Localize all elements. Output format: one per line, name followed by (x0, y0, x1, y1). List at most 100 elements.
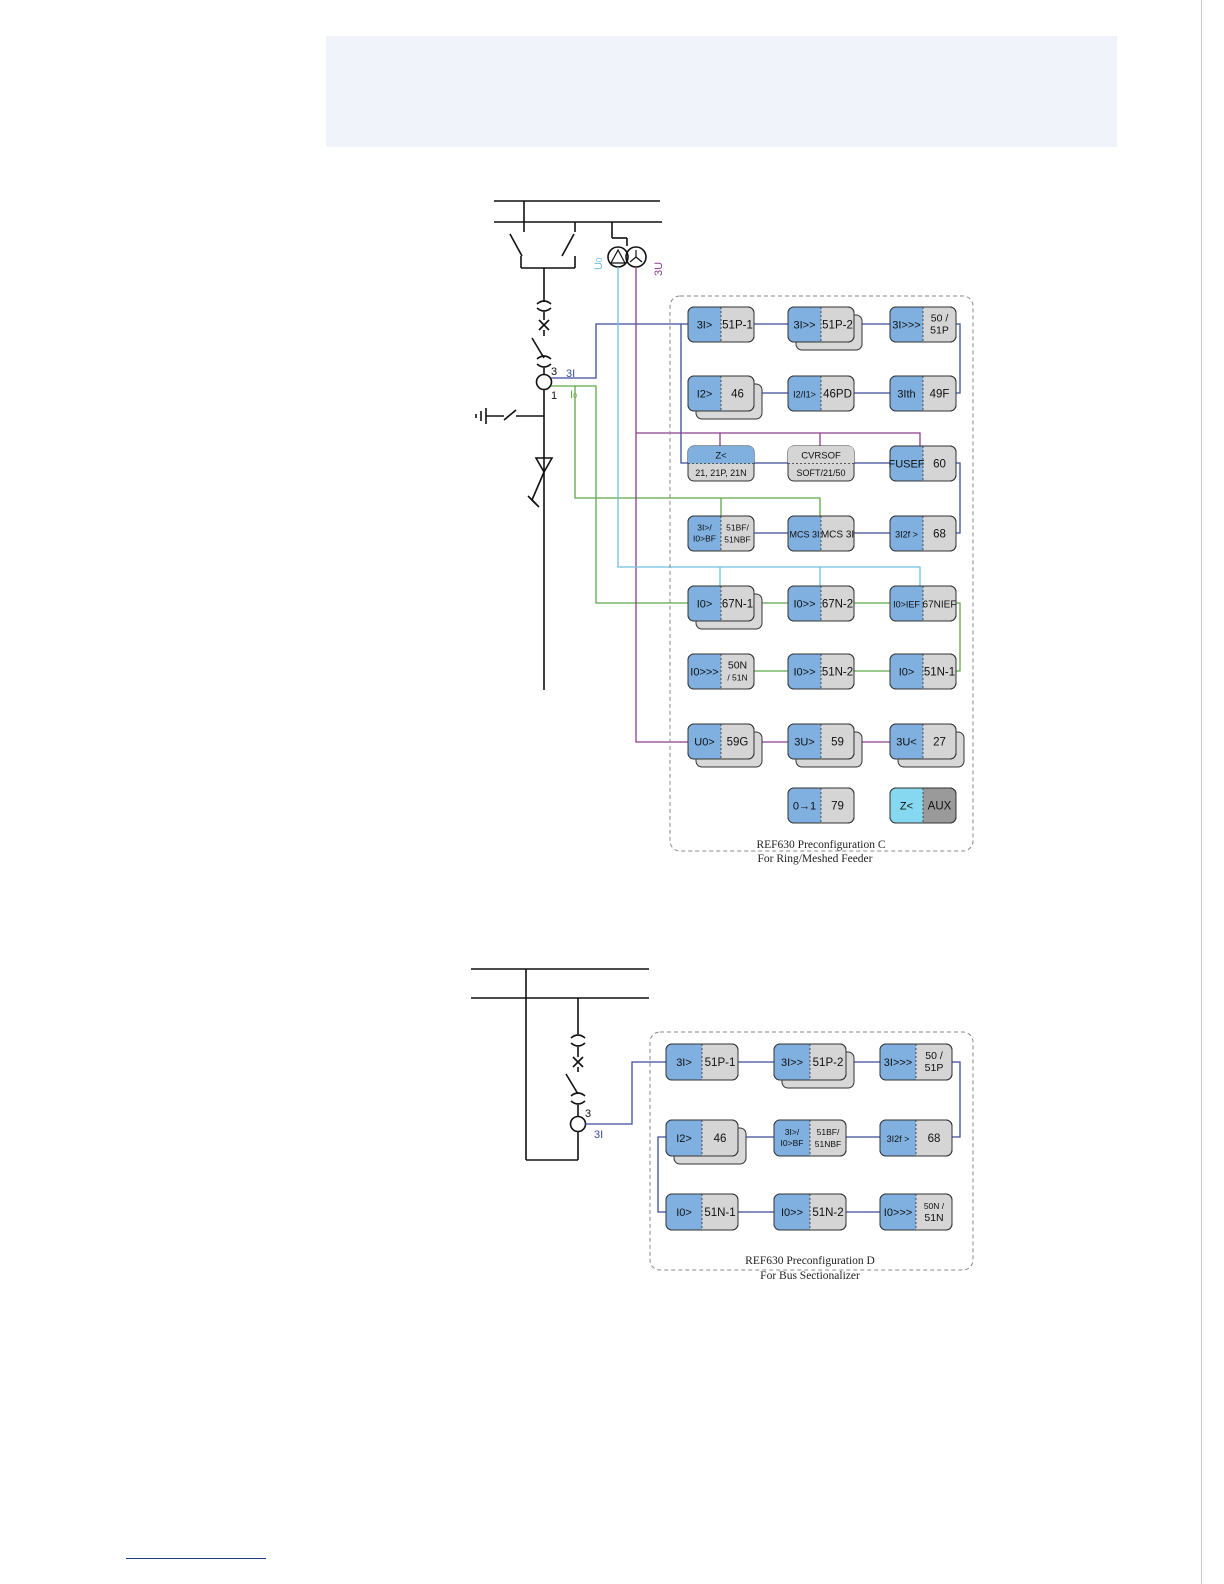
block-right-label: 50 / (931, 313, 949, 325)
block-right-label: 51P-2 (813, 1057, 844, 1069)
function-block: 3I>> 51P-2 (787, 306, 863, 351)
block-right-label: 67NIEF (923, 600, 957, 611)
3u-label: 3U (653, 262, 665, 276)
block-left-label-2: I0>BF (693, 534, 716, 544)
disconnector-left (509, 233, 523, 257)
function-block: 3Ith 49F (889, 375, 957, 412)
block-left-label: 3I>/ (785, 1127, 800, 1137)
block-right-label: 46PD (823, 389, 852, 401)
block-right-label: 46 (731, 389, 744, 401)
block-right-label: 68 (933, 529, 946, 541)
breaker-contact (531, 337, 545, 359)
block-right-label: 51N-1 (924, 667, 955, 679)
block-left-label: 0→1 (793, 801, 816, 813)
block-left-label: I0>IEF (893, 600, 920, 610)
block-right-label-2: 51P (925, 1062, 944, 1074)
block-left-label: I0> (899, 667, 915, 679)
block-right-label: 51P-2 (822, 320, 853, 332)
function-block: 3I2f > 68 (889, 515, 957, 552)
block-left-label: I2> (697, 389, 713, 401)
function-block: I0> 67N-1 (687, 585, 763, 630)
block-left-label: Z< (900, 801, 913, 813)
function-block: FUSEF 60 (888, 445, 957, 482)
block-right-label-2: 51N (924, 1212, 943, 1224)
block-right-label: 68 (928, 1133, 941, 1145)
caption-title-d: REF630 Preconfiguration D (745, 1255, 875, 1267)
block-right-label: 51N-2 (812, 1207, 843, 1219)
block-left-label: 3I> (676, 1057, 692, 1069)
function-block: 3I>>>50 /51P (879, 1043, 953, 1081)
function-block: 3I>>51P-2 (773, 1043, 855, 1089)
single-line-diagram-d (471, 968, 649, 1161)
block-left-label: 3I>> (793, 320, 815, 332)
function-block: U0>59G (687, 723, 763, 768)
function-block: I0> 51N-1 (665, 1193, 739, 1231)
current-transformer-d-icon (569, 1115, 587, 1133)
block-left-label: I0> (697, 599, 713, 611)
block-left-label: FUSEF (888, 459, 924, 471)
block-left-label: 3I>/ (697, 523, 712, 533)
sld-labels-c: U0 3U 3I I0 3 1 (551, 257, 665, 402)
block-right-label: 67N-1 (722, 599, 753, 611)
u0-label: U (593, 262, 605, 270)
page-edge-rule (1201, 0, 1202, 1584)
block-bottom-label: SOFT/21/50 (796, 468, 845, 478)
ct-core-3-label: 3 (551, 366, 557, 378)
function-block: 3U<27 (889, 723, 965, 768)
block-right-label: 50N / (924, 1201, 945, 1211)
function-block: Z< AUX (889, 787, 957, 824)
block-top-label: Z< (715, 451, 727, 462)
function-block: 0→1 79 (787, 787, 855, 824)
block-left-label: U0> (694, 737, 715, 749)
caption-title-c: REF630 Preconfiguration C (756, 839, 885, 851)
block-right-label: 51BF/ (817, 1127, 840, 1137)
block-left-label: I0>>> (690, 667, 718, 679)
3i-label-d: 3I (594, 1129, 603, 1141)
block-right-label: 67N-2 (822, 599, 853, 611)
block-bottom-label: 21, 21P, 21N (695, 468, 746, 478)
block-left-label: I0>> (793, 667, 815, 679)
block-right-label: 60 (933, 459, 946, 471)
function-block: I0>> 67N-2 (787, 585, 855, 622)
block-left-label: 3I>>> (892, 320, 920, 332)
block-right-label: 46 (714, 1133, 727, 1145)
3i-label: 3I (566, 368, 575, 380)
block-left-label: I0>> (793, 599, 815, 611)
current-transformer-icon (535, 373, 553, 391)
block-right-label: AUX (928, 801, 952, 813)
function-block: I2> 46 (665, 1119, 747, 1165)
block-right-label-2: 51NBF (724, 535, 750, 545)
block-right-label: 50N (728, 660, 747, 672)
block-right-label-2: 51P (930, 325, 949, 337)
block-right-label: 51P-1 (722, 320, 753, 332)
header-band (326, 36, 1117, 147)
svg-text:U0: U0 (593, 257, 605, 270)
ied-frame-d (649, 1031, 974, 1271)
function-block: 3I>>> 50 /51P (889, 306, 957, 343)
wires-diagram-d (585, 1061, 961, 1213)
block-left-label: 3I2f > (895, 530, 918, 540)
function-block: 3I2f >68 (879, 1119, 953, 1157)
block-left-label: I0> (676, 1207, 692, 1219)
earthing-switch (503, 409, 517, 421)
block-right-label: 79 (831, 801, 844, 813)
block-left-label: I2> (676, 1133, 692, 1145)
block-right-label: 49F (930, 389, 950, 401)
block-left-label-2: I0>BF (781, 1138, 804, 1148)
function-block: Z< 21, 21P, 21N (687, 445, 755, 482)
svg-text:I0: I0 (570, 389, 577, 401)
block-left-label: 3Ith (897, 389, 915, 401)
function-block: I2/I1>46PD (787, 375, 855, 412)
function-block: 3I>51P-1 (687, 306, 755, 343)
block-right-label: 51N-2 (822, 667, 853, 679)
function-block: I0>>51N-2 (773, 1193, 847, 1231)
block-left-label: 3U> (794, 737, 815, 749)
function-block: I2> 46 (687, 375, 763, 420)
block-right-label: 50 / (925, 1050, 943, 1062)
cable-termination-icon (534, 457, 554, 474)
caption-subtitle-d: For Bus Sectionalizer (760, 1270, 860, 1282)
block-right-label: 51N-1 (704, 1207, 735, 1219)
